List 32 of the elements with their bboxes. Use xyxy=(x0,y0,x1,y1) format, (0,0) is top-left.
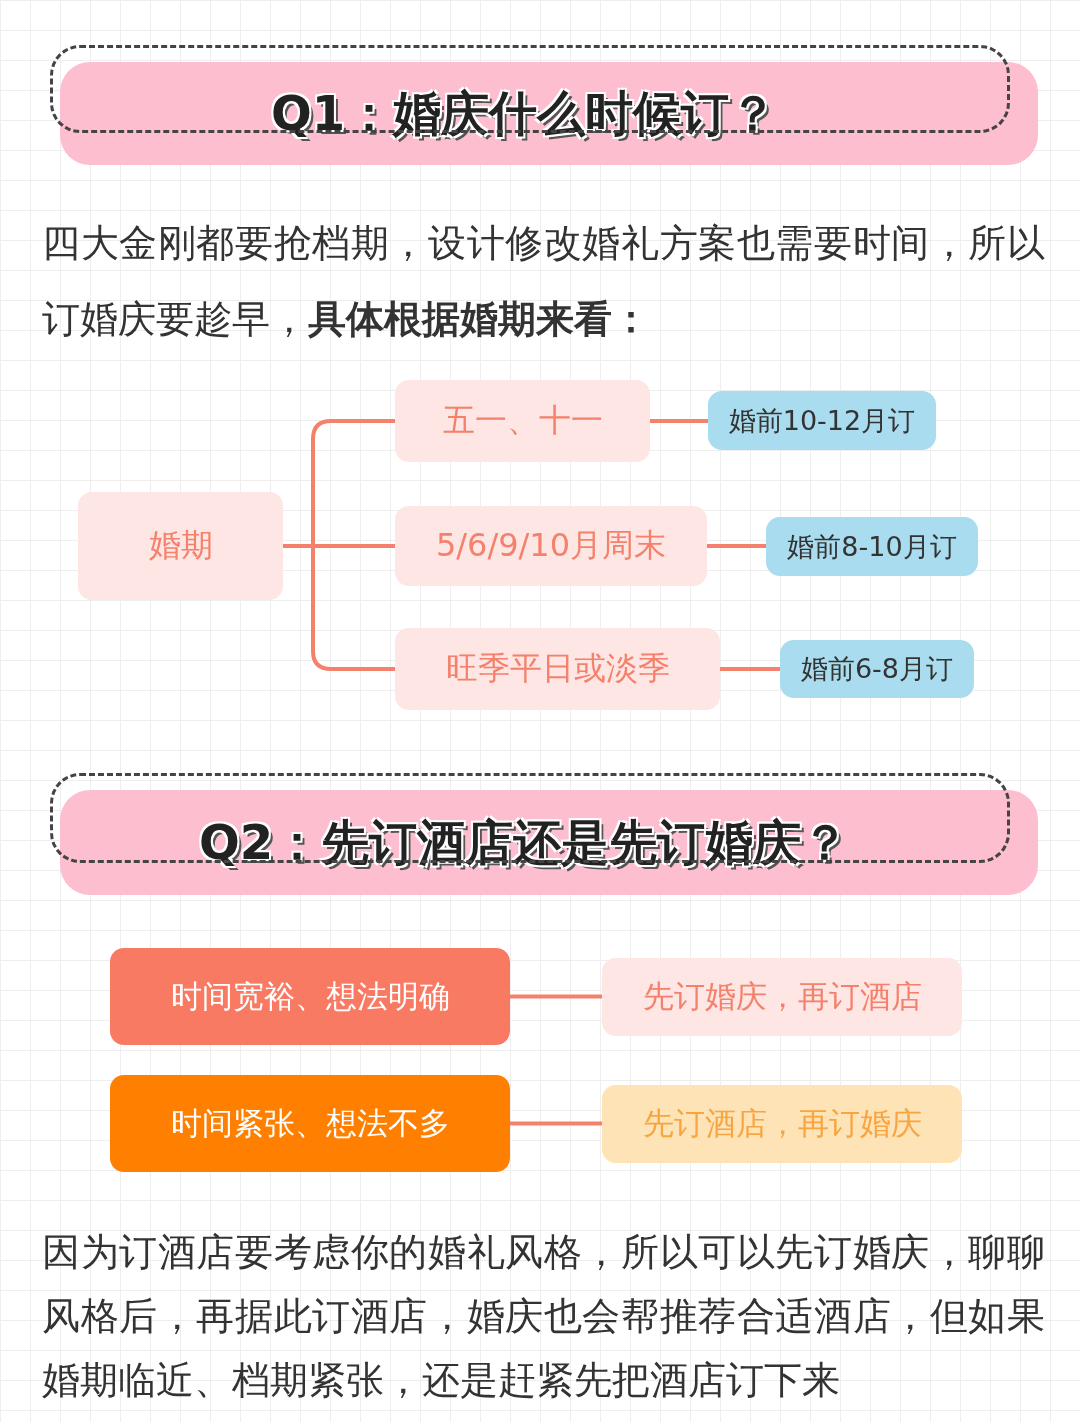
booking-tag xyxy=(766,517,978,576)
booking-label: 婚前10-12月订 xyxy=(728,403,916,438)
option-label: 5/6/9/10月周末 xyxy=(435,525,667,566)
connector-line xyxy=(650,419,708,423)
connector-line xyxy=(283,544,395,671)
connector-line xyxy=(510,994,602,999)
heading-banner xyxy=(60,790,1038,895)
paragraph: 因为订酒店要考虑你的婚礼风格，所以可以先订婚庆，聊聊风格后，再据此订酒店，婚庆也会帮推荐合适酒店，但如果婚期临近、档期紧张，还是赶紧先把酒店订下来 xyxy=(42,1229,1045,1404)
option-box xyxy=(395,506,707,586)
heading-banner xyxy=(60,62,1038,165)
booking-label: 婚前8-10月订 xyxy=(787,529,957,564)
condition-box xyxy=(110,948,510,1045)
condition-box xyxy=(110,1075,510,1172)
booking-tag xyxy=(708,391,936,450)
condition-label: 时间紧张、想法不多 xyxy=(170,1103,450,1143)
advice-label: 先订酒店，再订婚庆 xyxy=(642,1104,922,1143)
connector-line xyxy=(720,667,780,671)
option-box xyxy=(395,380,650,462)
option-label: 旺季平日或淡季 xyxy=(445,648,670,689)
condition-label: 时间宽裕、想法明确 xyxy=(170,976,450,1016)
option-box xyxy=(395,628,720,710)
connector-line xyxy=(510,1121,602,1126)
advice-label: 先订婚庆，再订酒店 xyxy=(642,977,922,1016)
connector-line xyxy=(707,544,766,548)
advice-box xyxy=(602,958,962,1036)
booking-label: 婚前6-8月订 xyxy=(800,652,954,686)
booking-tag xyxy=(780,640,974,698)
paragraph: 四大金刚都要抢档期，设计修改婚礼方案也需要时间，所以订婚庆要趁早，具体根据婚期来看： xyxy=(42,220,1045,343)
advice-box xyxy=(602,1085,962,1163)
option-box xyxy=(78,492,283,600)
option-label: 五一、十一 xyxy=(442,400,603,441)
option-label: 婚期 xyxy=(148,525,213,566)
